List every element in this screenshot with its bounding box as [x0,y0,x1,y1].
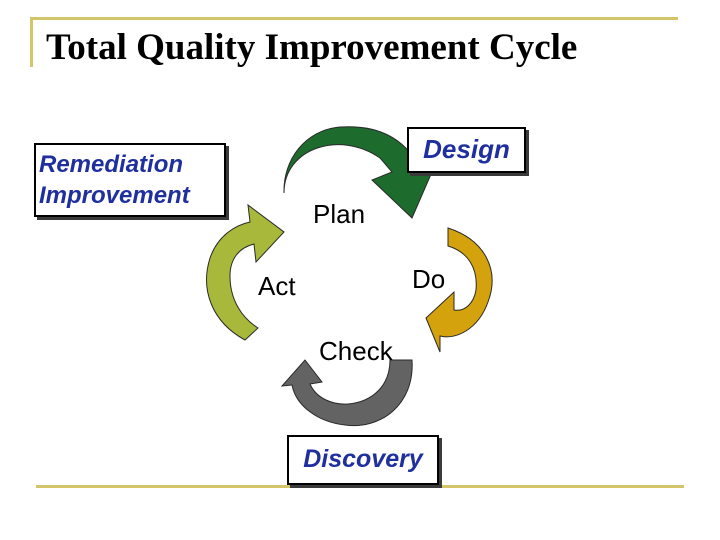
act-arrow [206,203,285,341]
check-arrow [280,359,413,427]
do-label: Do [412,264,446,294]
bottom-rule [36,485,684,488]
remediation-improvement-callout: Remediation Improvement [34,143,226,217]
act-label: Act [258,271,296,301]
discovery-callout: Discovery [287,435,439,485]
slide-title: Total Quality Improvement Cycle [46,27,578,68]
design-callout: Design [407,127,526,173]
callout-left-line1: Remediation [39,151,184,178]
plan-label: Plan [313,199,366,229]
check-label: Check [319,336,393,366]
do-arrow [425,227,493,353]
left-rule [30,17,33,67]
top-rule [30,17,678,20]
callout-left-line2: Improvement [39,182,190,209]
